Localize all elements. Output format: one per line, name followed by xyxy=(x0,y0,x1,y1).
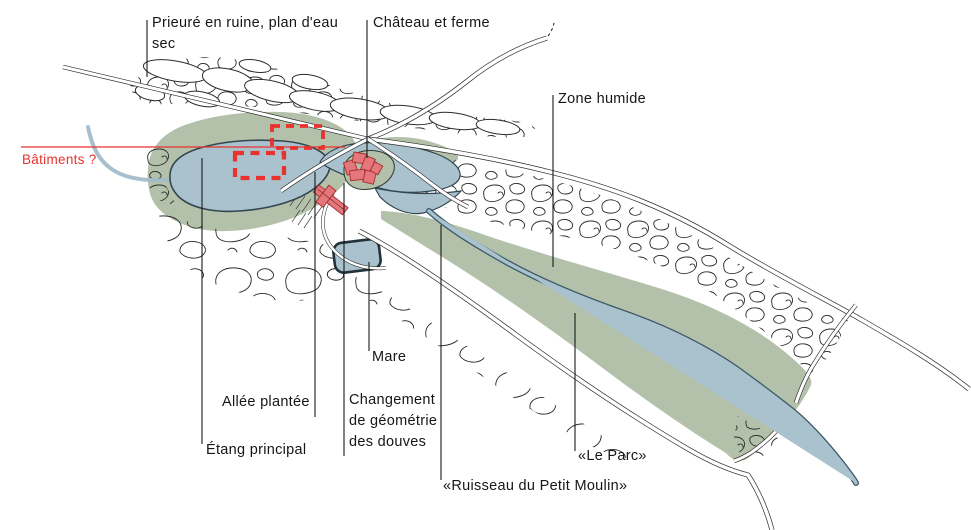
chateau-island xyxy=(312,150,395,216)
scrub-northeast-band xyxy=(397,152,848,376)
label-allee: Allée plantée xyxy=(222,394,310,410)
label-prieure-line2: sec xyxy=(152,36,176,52)
label-prieure: Prieuré en ruine, plan d'eau sec xyxy=(152,13,338,55)
label-etang: Étang principal xyxy=(206,442,307,458)
label-batiments: Bâtiments ? xyxy=(22,152,97,167)
label-prieure-line1: Prieuré en ruine, plan d'eau xyxy=(152,15,339,31)
scrub-below-pond xyxy=(158,208,344,301)
scrub-left-of-pond xyxy=(143,142,177,206)
label-changement-line2: de géométrie xyxy=(349,413,438,429)
label-changement-line3: des douves xyxy=(349,434,427,450)
label-le-parc: «Le Parc» xyxy=(578,448,647,464)
label-ruisseau: «Ruisseau du Petit Moulin» xyxy=(443,478,628,494)
label-zone-humide: Zone humide xyxy=(558,91,646,107)
hypothetical-building-box-lower xyxy=(232,150,287,181)
label-changement-line1: Changement xyxy=(349,392,436,408)
leader-lines xyxy=(146,20,576,480)
label-mare: Mare xyxy=(372,349,407,365)
moat-wedge-water xyxy=(373,187,463,215)
chateau-buildings xyxy=(342,151,384,185)
ruisseau-stream xyxy=(426,208,859,486)
label-chateau: Château et ferme xyxy=(373,15,490,31)
label-changement: Changement de géométrie des douves xyxy=(349,390,437,453)
small-stream-west xyxy=(86,125,169,183)
scrub-parc-tip xyxy=(732,416,778,462)
red-annotations xyxy=(21,124,345,181)
etang-principal-water xyxy=(169,139,331,213)
scrub-southwest-band xyxy=(318,258,638,459)
road-tail-dash xyxy=(547,22,555,37)
hypothetical-building-box-upper xyxy=(270,124,325,150)
ferme-building xyxy=(312,184,349,216)
